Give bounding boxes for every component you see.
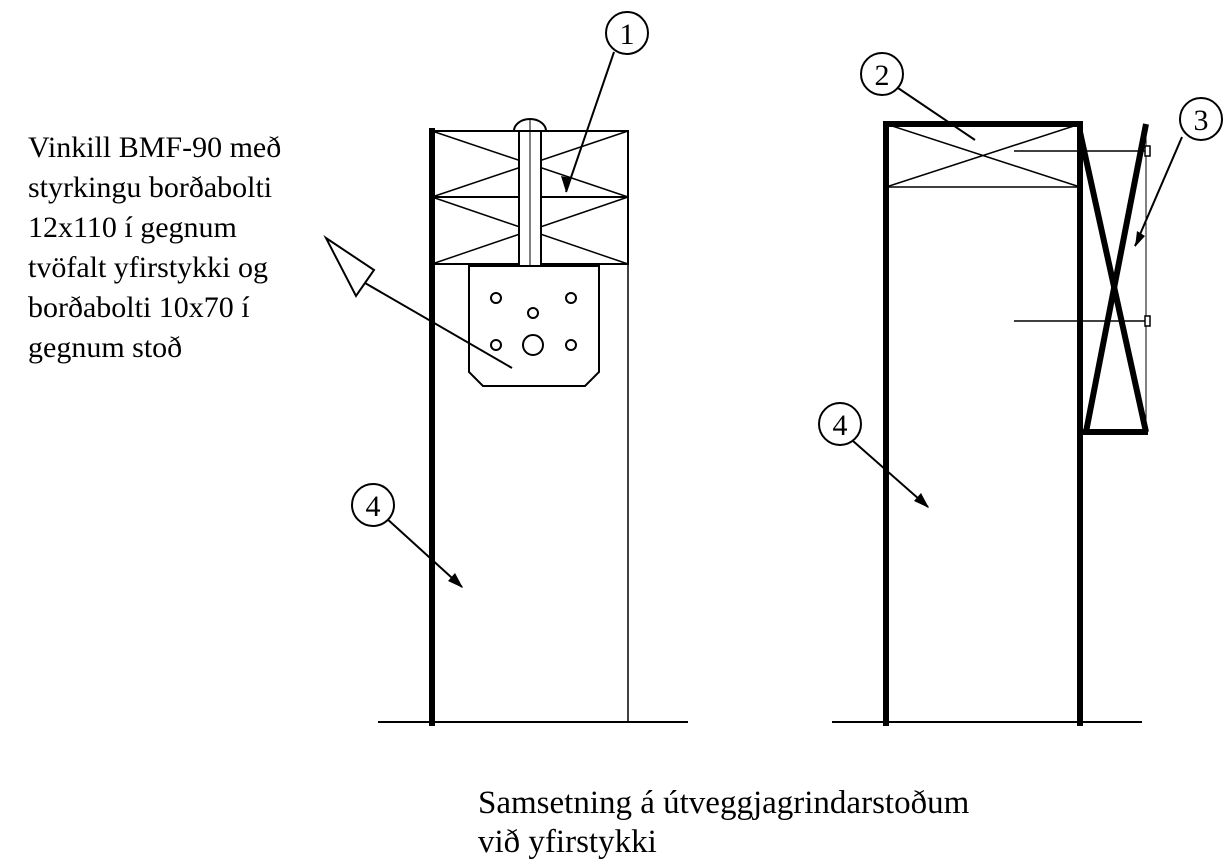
annotation-line: 12x110 í gegnum <box>28 211 237 244</box>
left-detail <box>323 51 688 726</box>
callout-3-arrow <box>1135 231 1145 247</box>
fastener-lower-head <box>1144 315 1151 327</box>
bracket-hole <box>527 307 539 319</box>
callout-1-arrow <box>561 176 571 192</box>
callout-1-leader <box>565 51 615 193</box>
annotation-line: styrkingu borðabolti <box>28 171 272 204</box>
callout-2-circle <box>860 52 904 96</box>
callout-4-right-number: 4 <box>833 409 848 442</box>
annotation-line: tvöfalt yfirstykki og <box>28 251 268 284</box>
caption-line-1: Samsetning á útveggjagrindarstoðum <box>478 785 970 821</box>
bracket-hole <box>565 339 577 351</box>
angle-bracket-plate <box>468 265 600 387</box>
callout-4-right-circle <box>818 402 862 446</box>
annotation-leader-line <box>364 282 513 369</box>
callout-3-circle <box>1179 97 1223 141</box>
annotation-text: Vinkill BMF-90 með styrkingu borðabolti … <box>28 131 281 364</box>
callout-4-right-arrow <box>914 493 929 508</box>
annotation-line: borðabolti 10x70 í <box>28 291 250 324</box>
callout-1-number: 1 <box>620 18 635 51</box>
callout-numbers: 1 2 3 4 4 <box>366 18 1209 523</box>
callout-4-left-leader <box>384 516 463 588</box>
callout-4-left-number: 4 <box>366 490 381 523</box>
bracket-hole <box>565 292 577 304</box>
callout-circles <box>351 11 1223 527</box>
annotation-leader-arrowhead <box>323 235 376 298</box>
callout-4-left-circle <box>351 483 395 527</box>
callout-1-circle <box>605 11 649 55</box>
right-detail <box>832 87 1183 726</box>
callout-2-leader <box>897 87 976 141</box>
bracket-hole <box>490 339 502 351</box>
annotation-line: Vinkill BMF-90 með <box>28 131 281 164</box>
top-plate-cross-b <box>885 123 1081 188</box>
caption-line-2: við yfirstykki <box>478 824 657 860</box>
bracket-hole-large <box>522 334 544 356</box>
callout-4-left-arrow <box>448 573 463 588</box>
drawing-caption: Samsetning á útveggjagrindarstoðum við y… <box>478 785 970 860</box>
fastener-upper-head <box>1144 145 1151 157</box>
callout-3-leader <box>1134 136 1183 247</box>
annotation-line: gegnum stoð <box>28 331 182 364</box>
callout-3-number: 3 <box>1194 104 1209 137</box>
bracket-hole <box>490 292 502 304</box>
callout-4-right-leader <box>852 440 929 508</box>
callout-2-number: 2 <box>875 59 890 92</box>
side-member-cross-b <box>1083 123 1149 433</box>
